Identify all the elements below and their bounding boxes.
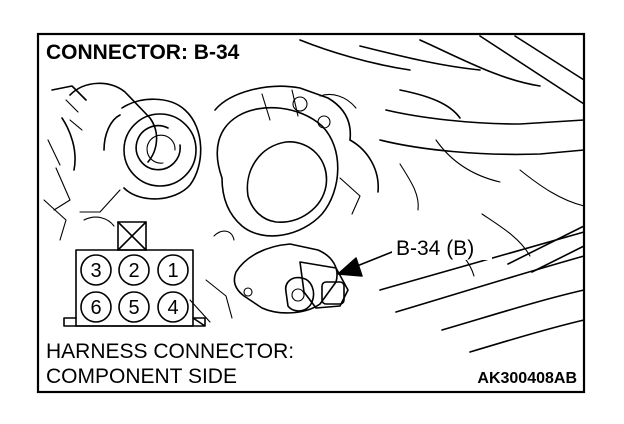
pin-cell-3 [80,254,112,286]
pin-cell-4 [157,291,189,323]
callout-arrow [337,251,393,277]
lock-tab-cross [117,221,147,251]
pin-cell-2 [118,254,150,286]
pin-cell-6 [80,291,112,323]
pin-cell-1 [157,254,189,286]
diagram-title: CONNECTOR: B-34 [46,41,240,64]
caption-line-1: HARNESS CONNECTOR: [46,340,294,363]
connector-face: 3 2 1 6 5 4 [63,221,206,327]
caption-line-2: COMPONENT SIDE [46,365,237,388]
pin-number-6: 6 [90,297,101,319]
callout-label: B-34 (B) [396,237,474,260]
diagram-frame [36,32,586,394]
engine-illustration [43,35,585,353]
pin-cell-5 [118,291,150,323]
pin-number-2: 2 [128,260,139,282]
figure-code: AK300408AB [477,370,577,387]
pin-number-5: 5 [128,297,139,319]
pin-number-1: 1 [167,260,178,282]
pin-number-4: 4 [167,297,178,319]
connector-flange [63,317,206,327]
pin-number-3: 3 [90,260,101,282]
